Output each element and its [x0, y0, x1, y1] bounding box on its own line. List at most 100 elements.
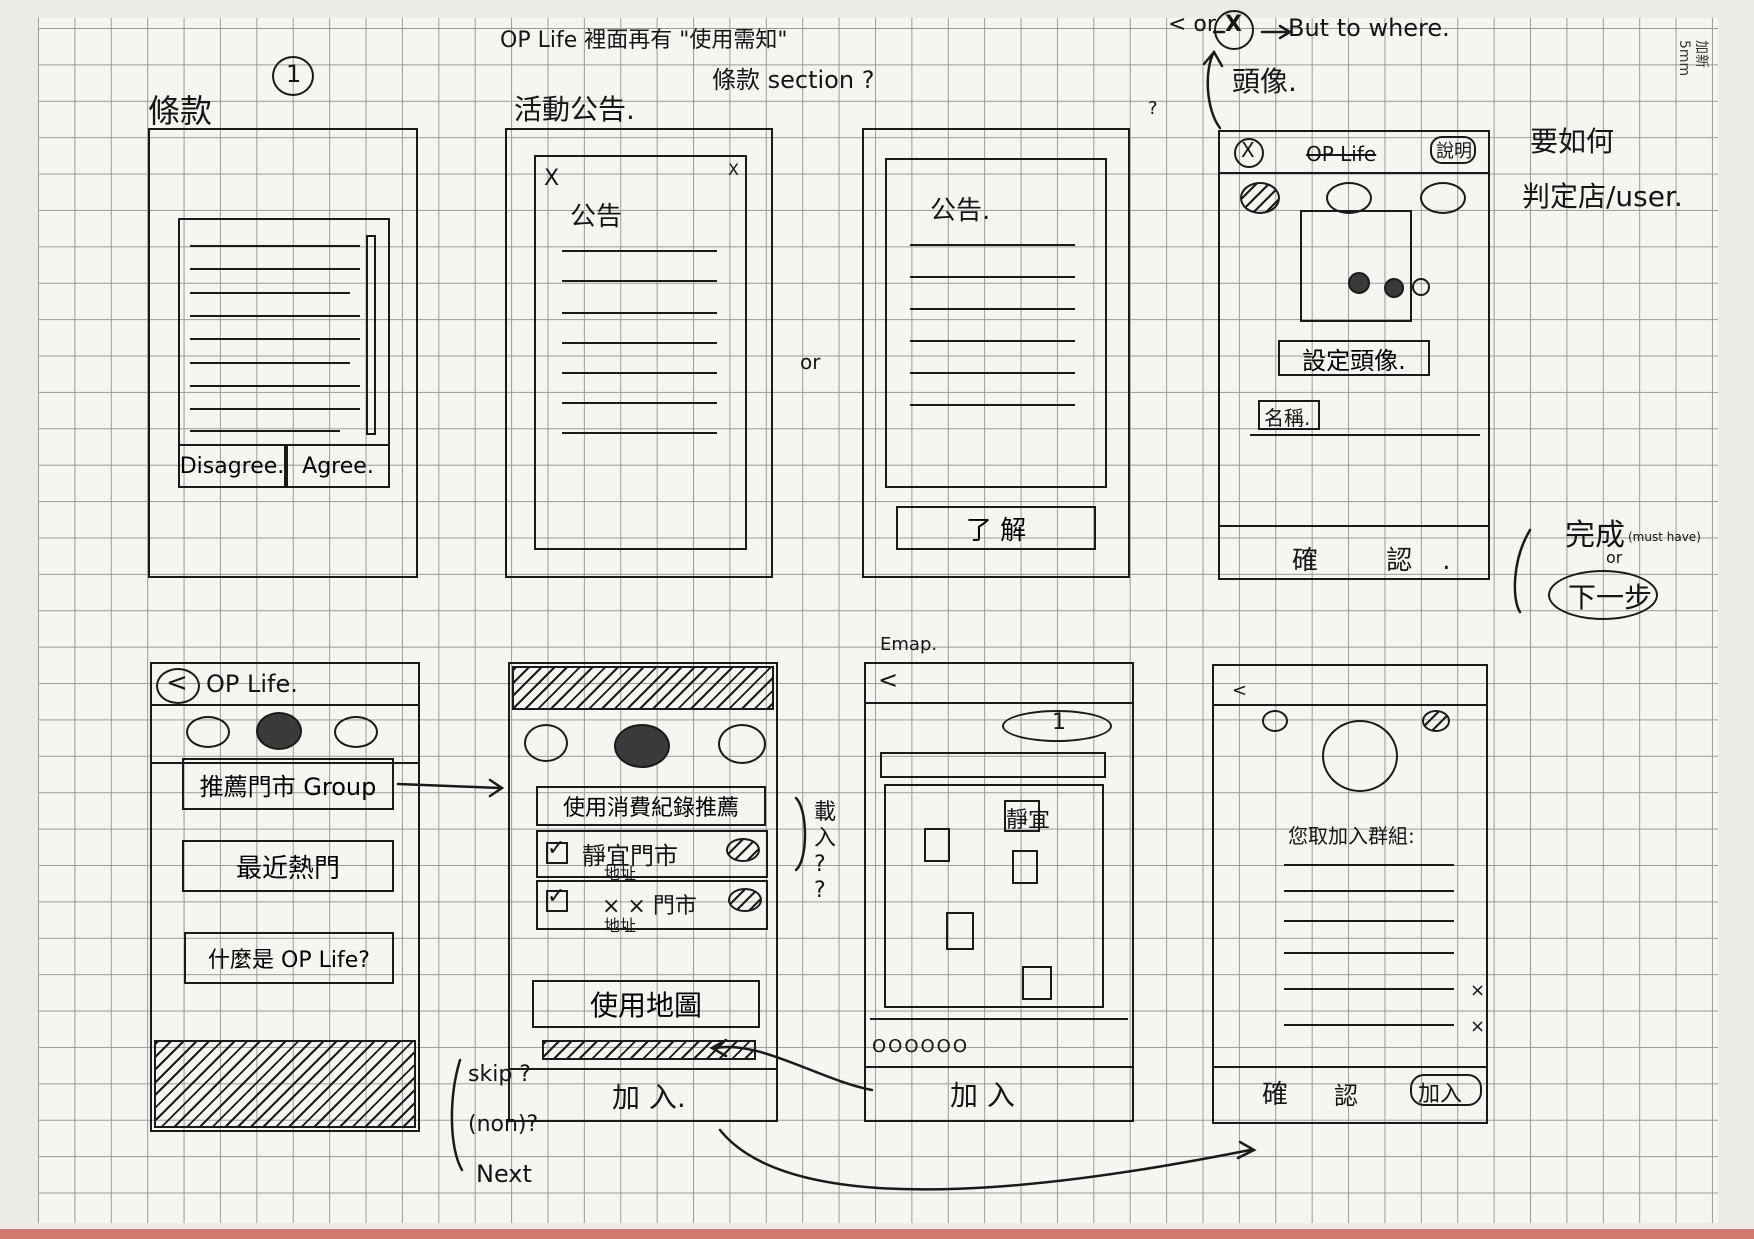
store-checkbox-checked[interactable]: [546, 890, 568, 912]
screen7-back-icon[interactable]: <: [878, 666, 899, 694]
screen4-close-icon[interactable]: X: [1241, 138, 1255, 162]
confirm-button[interactable]: 確 認.: [1292, 546, 1481, 576]
selected-store-label: 靜宜: [1006, 808, 1051, 833]
note-top-right-where: But to where.: [1288, 14, 1450, 42]
screen1-number-circle: [272, 56, 314, 96]
screen2-title: 活動公告.: [514, 93, 635, 126]
paper-edge: [0, 1229, 1754, 1239]
screen4-app-name: OP Life: [1306, 142, 1377, 166]
store-item-1-badge: [726, 838, 760, 862]
avatar-option-hatched[interactable]: [1240, 182, 1280, 214]
screen8-back-icon[interactable]: <: [1232, 680, 1248, 701]
note-non: (non)?: [468, 1112, 539, 1137]
screen7-join-button[interactable]: 加 入: [950, 1079, 1015, 1112]
recommended-stores-group-button[interactable]: 推薦門市 Group: [182, 758, 394, 810]
screen6-join-button[interactable]: 加 入.: [612, 1081, 686, 1114]
map-pin[interactable]: [946, 912, 974, 950]
screen4-close-circle: [1234, 138, 1264, 168]
avatar-option[interactable]: [1326, 182, 1372, 214]
note-complete: 完成: [1565, 518, 1625, 553]
page-indicator[interactable]: [524, 724, 568, 762]
avatar-dot: [1412, 278, 1430, 296]
store-item-1-addr: 地址: [604, 864, 637, 883]
name-label-box: [1258, 400, 1320, 430]
screen6-progress-bar: [542, 1040, 756, 1060]
screen1-frame: [148, 128, 418, 578]
screen1-scrollbar[interactable]: [366, 235, 376, 435]
screen8-confirm-button[interactable]: 確: [1262, 1080, 1289, 1110]
note-load-in: 載入 ? ?: [814, 800, 837, 903]
map-pin[interactable]: [1022, 966, 1052, 1000]
screen7-carousel-dots[interactable]: OOOOOO: [872, 1036, 970, 1057]
set-avatar-button[interactable]: 設定頭像.: [1278, 340, 1430, 376]
note-top-center-1: OP Life 裡面再有 "使用需知": [500, 28, 788, 53]
note-question: ?: [1148, 98, 1158, 119]
map-search-pill[interactable]: [1002, 710, 1112, 742]
understood-button[interactable]: 了 解: [896, 506, 1096, 550]
recent-popular-button[interactable]: 最近熱門: [182, 840, 394, 892]
note-must-have: (must have): [1628, 530, 1701, 544]
screen7-frame: [864, 662, 1134, 1122]
screen5-bottom-hatched: [154, 1040, 416, 1128]
note-next-step: 下一步: [1568, 581, 1653, 614]
remove-icon[interactable]: ×: [1470, 1016, 1486, 1037]
page-indicator[interactable]: [1422, 710, 1450, 732]
remove-icon[interactable]: ×: [1470, 980, 1486, 1001]
screen3-announcement-panel: [885, 158, 1107, 488]
map-pin[interactable]: [924, 828, 950, 862]
screen4-help-label: 說明: [1436, 141, 1472, 162]
map-search-value: 1: [1052, 710, 1066, 735]
screen4-frame: [1218, 130, 1490, 580]
avatar-dot: [1348, 272, 1370, 294]
screen5-app-name: OP Life.: [206, 670, 298, 698]
screen1-title: 條款: [148, 92, 213, 130]
note-emap: Emap.: [880, 634, 938, 655]
disagree-button[interactable]: Disagree.: [178, 444, 286, 488]
note-skip: skip ?: [468, 1062, 531, 1087]
store-item-2-name: × × 門市: [602, 894, 697, 919]
selected-store-marker[interactable]: [1004, 800, 1040, 832]
note-top-right-or: < or: [1168, 12, 1216, 37]
store-item-2[interactable]: [536, 880, 768, 930]
use-map-button[interactable]: 使用地圖: [532, 980, 760, 1028]
page-indicator[interactable]: [186, 716, 230, 748]
screen3-frame: [862, 128, 1130, 578]
map-pin[interactable]: [1012, 850, 1038, 884]
avatar-option[interactable]: [1420, 182, 1466, 214]
map-filter-bar[interactable]: [880, 752, 1106, 778]
note-or-small: or: [1606, 548, 1623, 567]
store-item-1[interactable]: [536, 830, 768, 878]
help-button[interactable]: [1430, 136, 1476, 164]
page-indicator[interactable]: [334, 716, 378, 748]
screen2-close-icon[interactable]: X: [544, 166, 560, 191]
what-is-op-life-button[interactable]: 什麼是 OP Life?: [184, 932, 394, 984]
note-top-right-x: X: [1225, 12, 1242, 37]
store-item-1-name: 靜宜門市: [582, 842, 678, 870]
paper-brand: 加新 5mm: [1676, 40, 1709, 77]
store-item-2-badge: [728, 888, 762, 912]
screen2-frame: [505, 128, 773, 578]
screen8-join-button[interactable]: [1410, 1074, 1482, 1106]
page-indicator[interactable]: [1262, 710, 1288, 732]
close-icon: [1214, 10, 1254, 50]
page-indicator[interactable]: [718, 724, 766, 764]
screen5-back-icon[interactable]: <: [166, 668, 188, 698]
screen2-announcement-dialog: [534, 155, 747, 550]
note-top-center-2: 條款 section ?: [712, 66, 875, 94]
note-right-2: 判定店/user.: [1522, 180, 1683, 213]
note-right-1: 要如何: [1530, 125, 1615, 158]
next-step-circle: [1548, 570, 1658, 620]
page-indicator-active[interactable]: [256, 712, 302, 750]
map-area[interactable]: [884, 784, 1104, 1008]
screen4-name-label: 名稱.: [1264, 406, 1311, 430]
use-consumption-records-button[interactable]: 使用消費紀錄推薦: [536, 786, 766, 826]
avatar-preview: [1300, 210, 1412, 322]
name-input-line[interactable]: [1250, 434, 1480, 436]
screen8-avatar: [1322, 720, 1398, 792]
check-icon: ✓: [547, 836, 566, 861]
screen8-frame: [1212, 664, 1488, 1124]
store-checkbox-checked[interactable]: [546, 842, 568, 864]
screen2-close-icon-small[interactable]: X: [728, 160, 739, 179]
page-indicator-active[interactable]: [614, 724, 670, 768]
agree-button[interactable]: Agree.: [286, 444, 390, 488]
